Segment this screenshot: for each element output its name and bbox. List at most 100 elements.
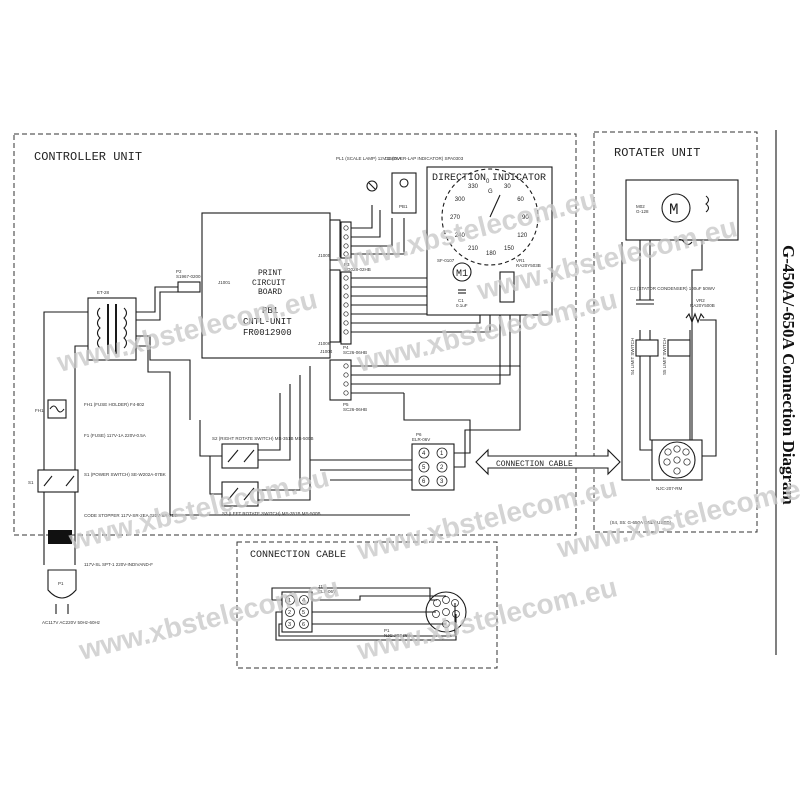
j1006-label: J1006 xyxy=(318,341,331,346)
p1-label: P1 xyxy=(384,628,390,633)
p4-connector xyxy=(340,271,352,345)
rotater-motor-symbol: M xyxy=(669,201,679,219)
p5-label: P5 xyxy=(343,402,349,407)
m1-motor xyxy=(452,262,472,282)
connection-cable-arrow-label: CONNECTION CABLE xyxy=(496,460,573,469)
right-rotate-switch xyxy=(221,443,259,469)
transformer-wires xyxy=(136,286,410,516)
cable-frame-label: CONNECTION CABLE xyxy=(250,550,346,561)
d1-led xyxy=(399,178,409,188)
fh1-tag: FH1 xyxy=(35,408,44,413)
d1-label: D1 (OVER-LAP INDICATOR) SPA0303 xyxy=(385,156,464,161)
pcb-line1: PRINT xyxy=(258,269,282,278)
plug-label: P1 xyxy=(58,581,64,586)
c1-cap xyxy=(458,289,466,294)
mains-wires xyxy=(43,311,88,565)
rotater-motor xyxy=(661,193,691,223)
scale-lamp xyxy=(366,180,378,192)
vr1-label: VR1 xyxy=(516,258,525,263)
svg-text:4: 4 xyxy=(422,451,426,457)
p6-part: ELR-06V xyxy=(412,437,430,442)
svg-text:1: 1 xyxy=(288,598,291,604)
p2-part: S1967-0200 xyxy=(176,274,201,279)
s3-label: S3 (LEFT ROTATE SWITCH) MS-351B MS-500B xyxy=(222,511,321,516)
vr2-pot xyxy=(685,312,705,324)
svg-text:4: 4 xyxy=(302,598,305,604)
c1-value: 0.1uF xyxy=(456,303,468,308)
p3-part: SG028-02HB xyxy=(344,267,371,272)
s5-limit-switch xyxy=(667,339,691,357)
dial-label: 120 xyxy=(517,233,528,239)
dial-label: 300 xyxy=(455,197,466,203)
code-stopper-label: CODE STOPPER 117V-SR-2EA 220V-SR-2EB xyxy=(84,513,178,518)
plug-spec: AC117V AC220V 50Hz-60Hz xyxy=(42,620,101,625)
c2-cap xyxy=(636,299,654,305)
pcb-line4: PB1 xyxy=(262,306,278,316)
dial-label: 150 xyxy=(504,246,515,252)
vr2-label: VR2 xyxy=(696,298,705,303)
cable-frame xyxy=(236,541,498,669)
dial-needle xyxy=(489,194,501,218)
power-switch xyxy=(37,469,79,493)
j1-part: CLF-06V xyxy=(318,589,336,594)
p2-label: P2 xyxy=(176,269,182,274)
dial-label: 0 xyxy=(486,179,490,185)
svg-text:1: 1 xyxy=(440,451,444,457)
fh1-label: FH1 (FUSE HOLDER) F4-802 xyxy=(84,402,145,407)
svg-text:2: 2 xyxy=(288,610,291,616)
dial-label: 210 xyxy=(468,246,479,252)
j1005-label: J1005 xyxy=(318,253,331,258)
diagram-title: G-450A/-650A Connection Diagram xyxy=(779,245,798,505)
switch-wires xyxy=(199,366,412,501)
controller-frame xyxy=(13,133,577,536)
p4-label: P4 xyxy=(343,345,349,350)
fuse-icon xyxy=(49,405,65,413)
pcb-box xyxy=(201,212,331,359)
controller-label: CONTROLLER UNIT xyxy=(34,150,142,164)
p3-label: P3 xyxy=(344,262,350,267)
s1-tag: S1 xyxy=(28,480,34,485)
j1001-label: J1001 xyxy=(218,280,231,285)
pcb-line3: BOARD xyxy=(258,288,282,297)
rotater-motor-part: G-128 xyxy=(636,209,649,214)
dial-label-g: G xyxy=(488,189,493,195)
s2-label: S2 (RIGHT ROTATE SWITCH) MS-351B MS-500B xyxy=(212,436,314,441)
svg-text:5: 5 xyxy=(422,465,426,471)
dial-label: 90 xyxy=(522,215,529,221)
p6-label: P6 xyxy=(416,432,422,437)
dial-circle xyxy=(441,168,539,266)
svg-text:3: 3 xyxy=(440,479,444,485)
transformer-box xyxy=(87,297,137,361)
svg-text:5: 5 xyxy=(302,610,305,616)
watermarks: www.xbstelecom.eu www.xbstelecom.eu www.… xyxy=(53,183,800,666)
dial-label: 240 xyxy=(455,233,466,239)
svg-text:3: 3 xyxy=(288,622,291,628)
rotate-switch-contacts xyxy=(227,449,255,501)
s1-label: S1 (POWER SWITCH) SE-W202A-07BK xyxy=(84,472,166,477)
f1-label: F1 (FUSE) 117V-1A 220V-0.5A xyxy=(84,433,146,438)
m1-symbol: M1 xyxy=(456,269,468,280)
rotater-label: ROTATER UNIT xyxy=(614,146,700,160)
dial-label: 330 xyxy=(468,184,479,190)
s5-label: S5 LIMIT SWITCH xyxy=(662,338,667,375)
s1-contacts xyxy=(43,475,75,487)
pcb-line2: CIRCUIT xyxy=(252,279,286,288)
p4-part: SC26-06HB xyxy=(343,350,367,355)
rotater-frame xyxy=(593,131,758,533)
watermark-8: www.xbstelecom.eu xyxy=(353,571,620,666)
dial-label: 270 xyxy=(450,215,461,221)
transformer-core xyxy=(96,304,128,354)
pcb-line5: CNTL-UNIT xyxy=(243,317,292,327)
c1-label: C1 xyxy=(458,298,464,303)
m1-part: SF-0107 xyxy=(437,258,455,263)
svg-text:6: 6 xyxy=(302,622,305,628)
connection-cable-arrow xyxy=(475,448,621,476)
p2-connector xyxy=(177,281,201,293)
svg-text:6: 6 xyxy=(422,479,426,485)
rotater-note: (S4, S5: G-650A ONLY USED) xyxy=(610,520,672,525)
pl1-label: PL1 (SCALE LAMP) 12V 150mA xyxy=(336,156,401,161)
dial-label: 30 xyxy=(504,184,511,190)
